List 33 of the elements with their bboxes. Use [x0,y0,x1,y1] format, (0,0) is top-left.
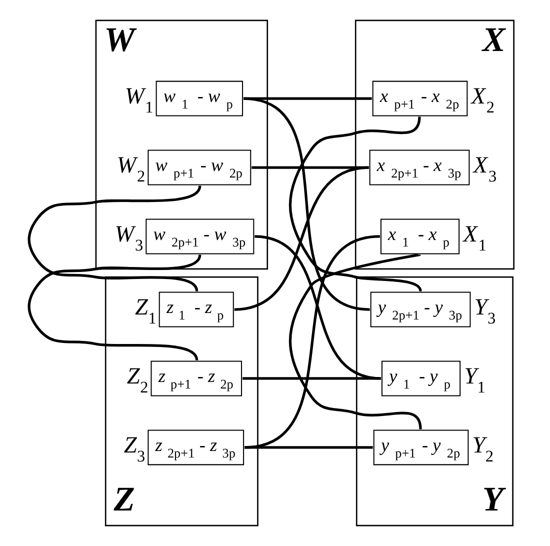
connector [27,254,201,361]
node-label: Y$_{2}$ [472,432,494,466]
connector [242,377,380,380]
node-box: z$_{p+1}$ - z$_{2p}$ [150,360,242,396]
node-box: y$_{2p+1}$ - y$_{3p}$ [370,292,470,328]
node-box: x$_{1}$ - x$_{p}$ [380,218,460,254]
node-label: Z$_{2}$ [126,363,148,396]
connector [27,185,201,292]
node-box: z$_{2p+1}$ - z$_{3p}$ [147,430,244,466]
connector [234,166,368,311]
node-box: w$_{2p+1}$ - w$_{3p}$ [145,218,254,254]
node-box: z$_{1}$ - z$_{p}$ [158,292,234,328]
node-label: W$_{2}$ [116,152,145,186]
connector [243,97,372,100]
node-label: Z$_{1}$ [134,294,156,328]
connector [242,97,370,311]
node-box: x$_{p+1}$ - x$_{2p}$ [372,80,468,116]
node-label: Z$_{3}$ [123,432,145,466]
node-box: x$_{2p+1}$ - x$_{3p}$ [368,150,470,186]
node-label: X$_{1}$ [462,221,486,254]
node-box: w$_{p+1}$ - w$_{2p}$ [147,150,251,186]
node-label: X$_{2}$ [470,84,494,117]
node-label: X$_{3}$ [472,152,496,186]
node-label: Y$_{3}$ [474,294,496,328]
connector [244,446,372,449]
node-label: W$_{1}$ [124,84,153,117]
node-box: y$_{p+1}$ - y$_{2p}$ [372,430,468,466]
node-box: w$_{1}$ - w$_{p}$ [155,80,243,116]
connector [251,166,368,169]
node-label: Y$_{1}$ [464,363,485,396]
node-label: W$_{3}$ [114,221,143,254]
connector [244,235,380,449]
node-box: y$_{1}$ - y$_{p}$ [380,360,460,396]
